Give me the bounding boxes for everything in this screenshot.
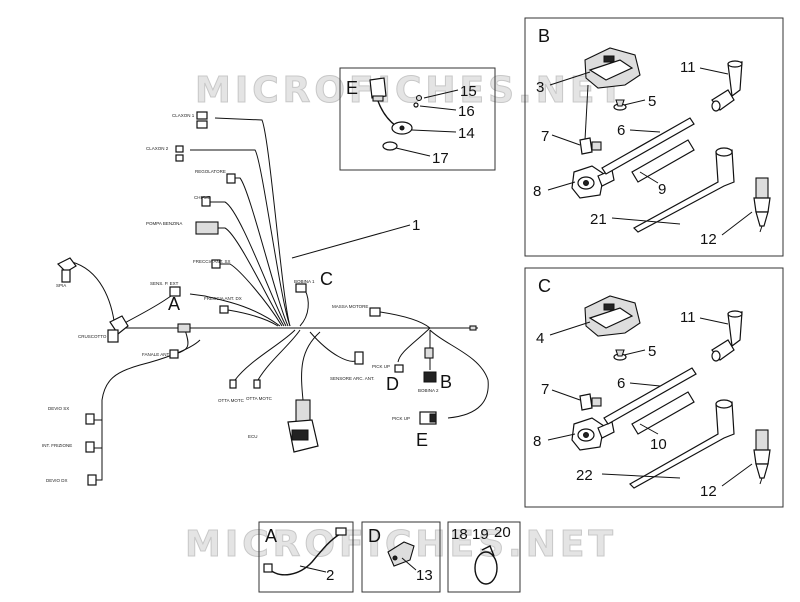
connector-label: PICK UP (392, 416, 410, 421)
callout-c: C (320, 269, 333, 289)
part-number: 10 (650, 436, 667, 453)
connector-label: FRECCIA ANT. SX (193, 259, 231, 264)
connector-label: INT. FRIZIONE (42, 443, 72, 448)
part-number: 11 (680, 59, 696, 76)
part-number: 4 (536, 330, 544, 347)
box-c-letter: C (538, 276, 551, 296)
connector-label: SENS. P. EXT (150, 281, 179, 286)
part-number: 6 (617, 375, 625, 392)
detail-box-c: C 4 5 7 6 8 10 (524, 267, 784, 508)
part-number: 5 (648, 343, 656, 360)
detail-box-b: B (524, 17, 784, 257)
part-number: 6 (617, 122, 625, 139)
callout-a: A (168, 294, 180, 314)
callout-d: D (386, 374, 399, 394)
connector-label: BOBINA 1 (294, 279, 315, 284)
connector-label: CRUSCOTTO (78, 334, 107, 339)
part-number: 18 (451, 526, 468, 543)
connector-label: OTTA MOTC (218, 398, 245, 403)
connector-label: CHIAVE (194, 195, 210, 200)
part-number: 15 (460, 83, 477, 100)
connector-label: DEVIO SX (48, 406, 69, 411)
connector-label: SENSORE ARC. ANT. (330, 376, 375, 381)
harness-connectors (56, 111, 477, 486)
part-number: 8 (533, 183, 541, 200)
connector-label: CLAXON 2 (146, 146, 169, 151)
box-e-letter: E (346, 78, 358, 98)
part-number: 7 (541, 128, 549, 145)
part-number: 20 (494, 524, 511, 541)
part-number: 19 (472, 526, 489, 543)
detail-box-e: E 15 16 14 17 (339, 67, 496, 171)
part-number: 13 (416, 567, 433, 584)
callout-b: B (440, 372, 452, 392)
part-number: 9 (658, 181, 666, 198)
watermark-top: MICROFICHES.NET (195, 70, 627, 111)
detail-box-ties: 18 19 20 (447, 521, 521, 593)
part-number: 21 (590, 211, 607, 228)
connector-label: POMPA BENZINA (146, 221, 182, 226)
main-harness: 1 (71, 117, 489, 481)
part-number: 16 (458, 103, 475, 120)
part-number: 12 (700, 231, 717, 248)
connector-label: OTTA MOTC (246, 396, 273, 401)
connector-label: PICK UP (372, 364, 390, 369)
main-harness-ref: 1 (412, 217, 420, 234)
callout-e: E (416, 430, 428, 450)
harness-callouts: A C D B E (168, 269, 452, 450)
part-number: 8 (533, 433, 541, 450)
box-a-letter: A (265, 526, 277, 546)
part-number: 11 (680, 309, 696, 326)
part-number: 2 (326, 567, 334, 584)
part-number: 3 (536, 79, 544, 96)
connector-label: CLAXON 1 (172, 113, 195, 118)
part-number: 7 (541, 381, 549, 398)
part-number: 5 (648, 93, 656, 110)
box-d-letter: D (368, 526, 381, 546)
detail-box-d: D 13 (361, 521, 441, 593)
connector-label: FANALE ANT. (142, 352, 170, 357)
box-b-letter: B (538, 26, 550, 46)
connector-labels: CLAXON 1 CLAXON 2 REGOLATORE CHIAVE POMP… (42, 113, 439, 483)
part-number: 17 (432, 150, 449, 167)
part-number: 14 (458, 125, 475, 142)
connector-label: SPIA (56, 283, 66, 288)
connector-label: DEVIO DX (46, 478, 68, 483)
connector-label: REGOLATORE (195, 169, 226, 174)
connector-label: FRECCIA ANT. DX (204, 296, 242, 301)
part-number: 22 (576, 467, 593, 484)
connector-label: BOBINA 2 (418, 388, 439, 393)
connector-label: MASSA MOTORE (332, 304, 368, 309)
connector-label: ECU (248, 434, 258, 439)
detail-box-a: A 2 (258, 521, 354, 593)
part-number: 12 (700, 483, 717, 500)
